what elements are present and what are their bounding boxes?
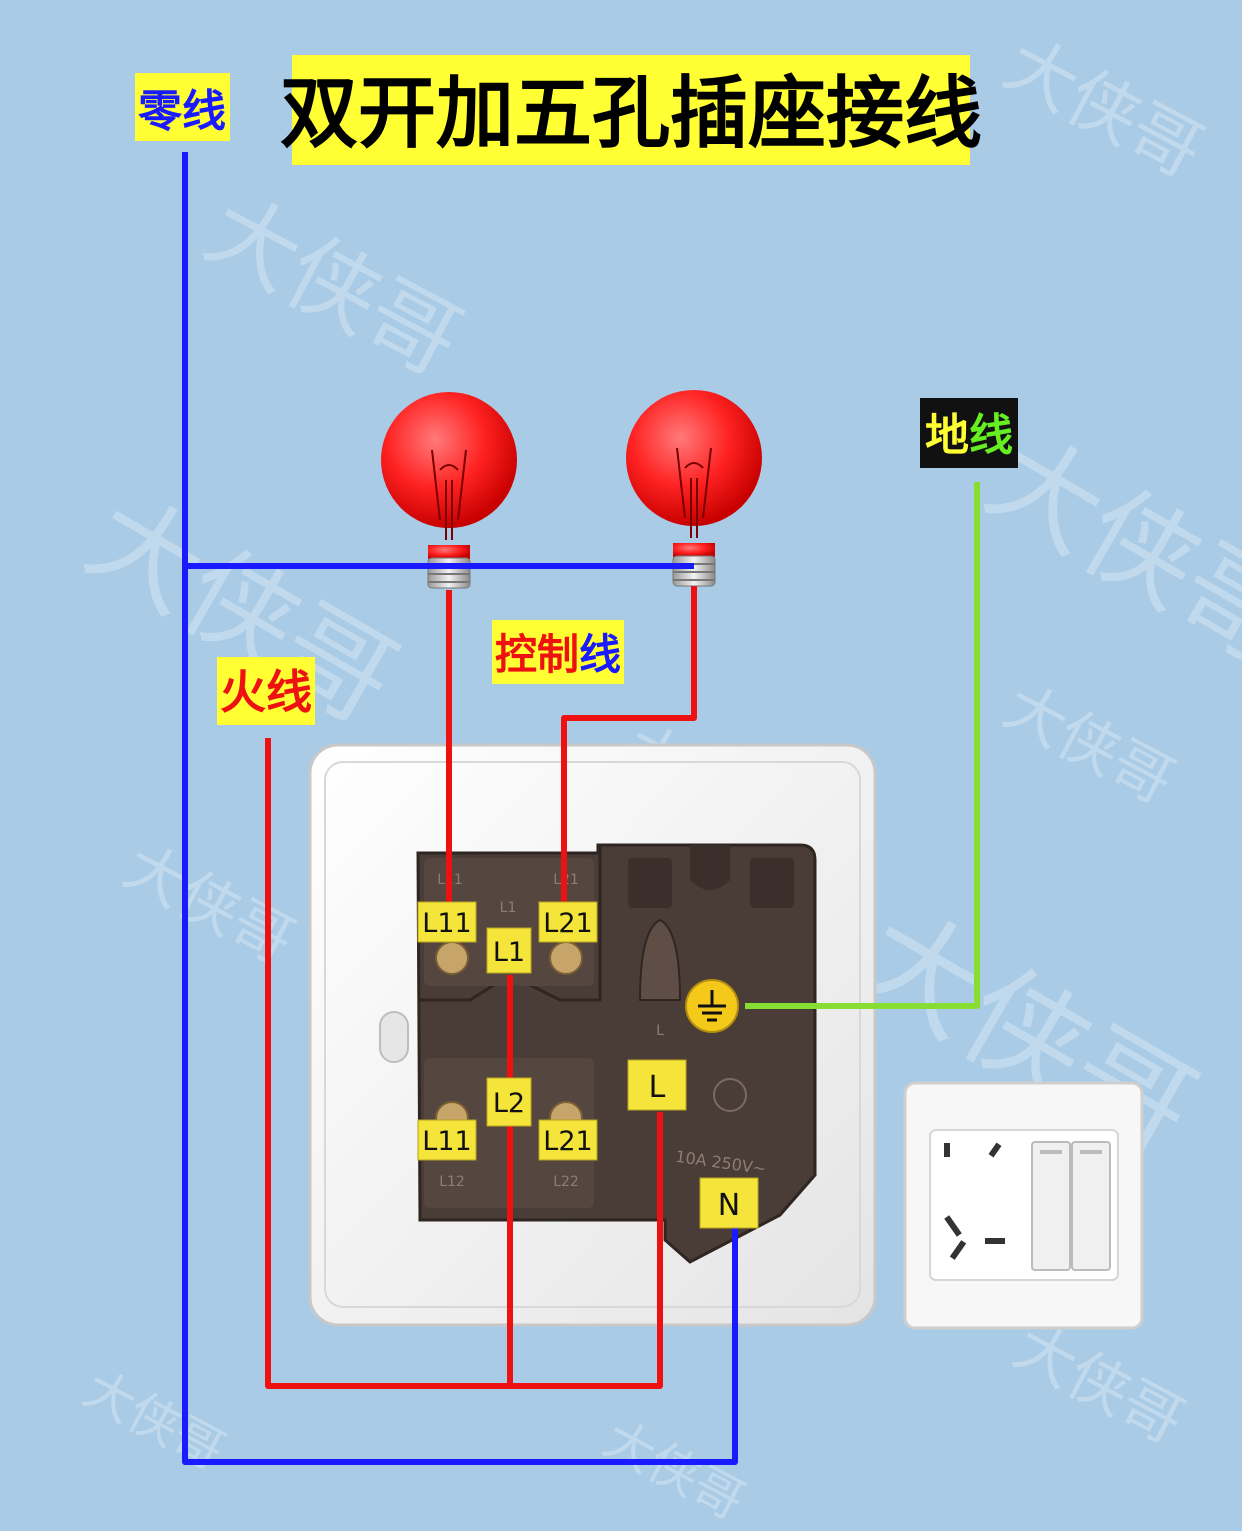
- terminal-l11-top: L11: [422, 908, 471, 939]
- title-block: 双开加五孔插座接线: [280, 55, 982, 165]
- terminal-l2-tag: [486, 1077, 532, 1127]
- earth-label-text: 地线: [925, 410, 1013, 461]
- rocker-switch-right: [1071, 1141, 1111, 1271]
- earth-label-background: [920, 398, 1018, 468]
- terminal-l21-bottom-tag: [538, 1119, 598, 1161]
- terminal-socket-n-tag: [699, 1177, 759, 1229]
- live-wires: [265, 586, 697, 1389]
- socket-pocket-right: [750, 858, 794, 908]
- control-wire-right: [561, 586, 697, 908]
- ccc-mark-icon: [713, 1078, 747, 1112]
- bulb-right-neck: [673, 543, 715, 557]
- mark-l1: L1: [500, 900, 517, 916]
- mark-l12: L12: [439, 1174, 465, 1190]
- outlet-hole-l-icon: [949, 1240, 967, 1260]
- terminal-l11-top-tag: [417, 901, 477, 943]
- neutral-wire-main: [182, 152, 738, 1465]
- outlet-hole-right-icon: [988, 1142, 1002, 1158]
- control-label-background: [492, 620, 624, 684]
- screw-l11-top: [435, 941, 469, 975]
- bulb-left: [381, 392, 517, 589]
- neutral-label: 零线: [135, 73, 230, 141]
- watermark: 大侠哥: [1003, 1311, 1195, 1457]
- screw-l21-top: [549, 941, 583, 975]
- live-label-text: 火线: [220, 665, 312, 719]
- terminal-socket-l-tag: [627, 1059, 687, 1111]
- outlet-hole-left-icon: [944, 1143, 950, 1157]
- finished-panel-illustration: [903, 1081, 1144, 1330]
- socket-top-notch: [690, 845, 730, 890]
- outlet-hole-n-icon: [985, 1238, 1005, 1244]
- neutral-label-text: 零线: [138, 86, 226, 137]
- bulb-right-filament-icon: [676, 447, 712, 538]
- rocker-indicator-left: [1040, 1150, 1062, 1154]
- title-background: [292, 55, 970, 165]
- terminal-l11-bottom: L11: [422, 1126, 471, 1157]
- bulb-left-neck: [428, 545, 470, 559]
- earth-symbol-icon: [698, 990, 726, 1022]
- terminal-l1: L1: [493, 937, 525, 968]
- live-wire-main: [265, 738, 663, 1389]
- plate-inner: [324, 761, 861, 1308]
- terminal-l21-bottom: L21: [543, 1126, 592, 1157]
- earth-label: 地线: [920, 398, 1018, 468]
- terminal-socket-n: N: [718, 1188, 740, 1223]
- live-label-background: [217, 657, 315, 725]
- watermark: 大侠哥: [190, 177, 478, 396]
- page-title: 双开加五孔插座接线: [280, 69, 982, 159]
- earth-wire: [745, 482, 980, 1009]
- watermark: 大侠哥: [594, 1409, 754, 1531]
- neutral-wires: [182, 152, 738, 1465]
- bulb-right: [626, 390, 762, 587]
- control-label-text: 控制线: [495, 630, 621, 679]
- outlet-hole-earth-icon: [944, 1215, 962, 1237]
- module-groove: [418, 845, 602, 1002]
- bulb-left-filament-icon: [431, 449, 467, 540]
- watermark: 大侠哥: [113, 831, 305, 977]
- terminal-l1-tag: [486, 927, 532, 974]
- socket-pocket-left: [628, 858, 672, 908]
- rocker-indicator-right: [1080, 1150, 1102, 1154]
- earth-label-part1: 地: [925, 410, 969, 461]
- mount-slot-left: [379, 1011, 409, 1063]
- terminal-l21-top: L21: [543, 908, 592, 939]
- bulb-right-glass: [626, 390, 762, 526]
- terminal-socket-l: L: [649, 1070, 666, 1105]
- screw-post: [638, 918, 682, 1001]
- neutral-label-background: [135, 73, 230, 141]
- terminal-l21-top-tag: [538, 901, 598, 943]
- terminal-tags: L11 L21 L1 L2 L11 L21 L N: [417, 901, 759, 1229]
- watermark: 大侠哥: [993, 671, 1185, 817]
- control-label: 控制线: [492, 620, 624, 684]
- control-label-part1: 控制: [495, 630, 579, 679]
- bulb-left-glass: [381, 392, 517, 528]
- mark-l: L: [656, 1023, 664, 1039]
- terminal-l11-bottom-tag: [417, 1119, 477, 1161]
- mark-l22: L22: [553, 1174, 579, 1190]
- rocker-switch-left: [1031, 1141, 1071, 1271]
- live-label: 火线: [217, 657, 315, 725]
- earth-label-part2: 线: [969, 410, 1013, 461]
- watermark: 大侠哥: [992, 23, 1216, 194]
- control-label-part2: 线: [579, 630, 621, 679]
- terminal-l2: L2: [493, 1088, 525, 1119]
